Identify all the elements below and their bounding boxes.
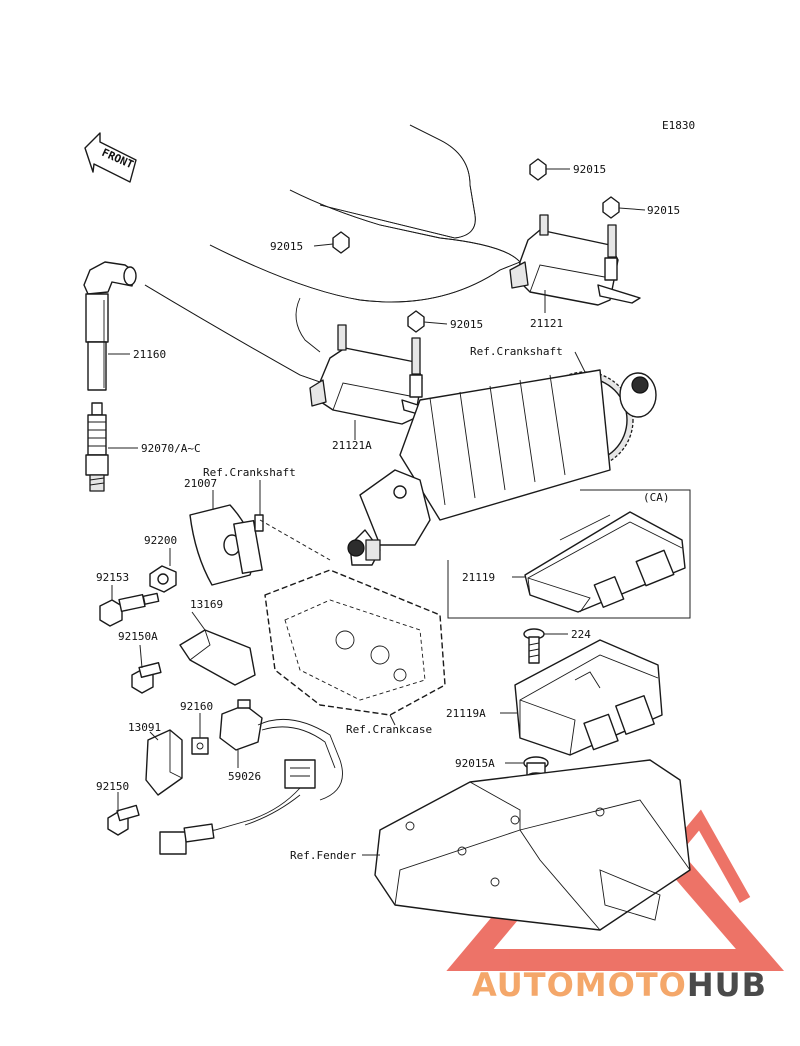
label-92015: 92015 xyxy=(573,163,606,176)
bolt-92150a xyxy=(131,662,162,694)
label-21121: 21121 xyxy=(530,317,563,330)
plug-leads xyxy=(144,124,521,383)
crankcase-outline xyxy=(259,519,446,716)
watermark-text: AUTOMOTOHUB xyxy=(472,966,767,1004)
holder-13091 xyxy=(145,729,183,796)
label-21119a: 21119A xyxy=(446,707,486,720)
label-224: 224 xyxy=(571,628,591,641)
label-13091: 13091 xyxy=(128,721,161,734)
bolt-92150 xyxy=(107,804,140,836)
label-21007: 21007 xyxy=(184,477,217,490)
label-92150a: 92150A xyxy=(118,630,158,643)
diagram-code: E1830 xyxy=(662,119,695,132)
ignition-coil-21121a xyxy=(309,231,441,425)
ca-group-box: (CA) xyxy=(447,489,691,619)
plug-cap-21160 xyxy=(83,261,137,391)
ignition-coil-21121 xyxy=(509,158,641,306)
label-21121a: 21121A xyxy=(332,439,372,452)
ref-crankcase-label: Ref.Crankcase xyxy=(346,723,432,736)
label-92015: 92015 xyxy=(647,204,680,217)
front-arrow-icon: FRONT xyxy=(84,132,137,183)
bolt-224 xyxy=(523,628,545,664)
label-92153: 92153 xyxy=(96,571,129,584)
crankshaft xyxy=(347,369,657,566)
pickup-coil-59026 xyxy=(159,699,343,855)
watermark-part1: AUTOMOTO xyxy=(472,966,687,1004)
ref-labels: Ref.Crankshaft Ref.Crankshaft Ref.Crankc… xyxy=(203,345,563,862)
watermark: AUTOMOTOHUB xyxy=(472,966,767,1004)
bracket-13169 xyxy=(179,629,256,686)
label-92160: 92160 xyxy=(180,700,213,713)
spark-plug-92070 xyxy=(85,402,109,492)
bolt-92153 xyxy=(99,592,160,627)
part-labels: 92015 92015 92015 92015 21121 21121A 211… xyxy=(96,163,680,793)
ecu-21119 xyxy=(524,511,686,613)
plate-92160 xyxy=(191,737,209,755)
label-92070: 92070/A~C xyxy=(141,442,201,455)
watermark-part2: HUB xyxy=(687,966,767,1004)
label-59026: 59026 xyxy=(228,770,261,783)
ref-crankshaft-label: Ref.Crankshaft xyxy=(470,345,563,358)
leader-lines xyxy=(108,168,646,856)
label-92200: 92200 xyxy=(144,534,177,547)
label-13169: 13169 xyxy=(190,598,223,611)
rear-fender xyxy=(374,759,691,931)
ref-fender-label: Ref.Fender xyxy=(290,849,357,862)
label-21160: 21160 xyxy=(133,348,166,361)
ecu-21119a xyxy=(514,639,663,756)
group-label: (CA) xyxy=(643,491,670,504)
label-21119: 21119 xyxy=(462,571,495,584)
label-92150: 92150 xyxy=(96,780,129,793)
rotor-21007 xyxy=(189,504,264,586)
nut-92200 xyxy=(149,565,177,593)
label-92015: 92015 xyxy=(270,240,303,253)
label-92015: 92015 xyxy=(450,318,483,331)
ref-crankshaft-label: Ref.Crankshaft xyxy=(203,466,296,479)
label-92015a: 92015A xyxy=(455,757,495,770)
